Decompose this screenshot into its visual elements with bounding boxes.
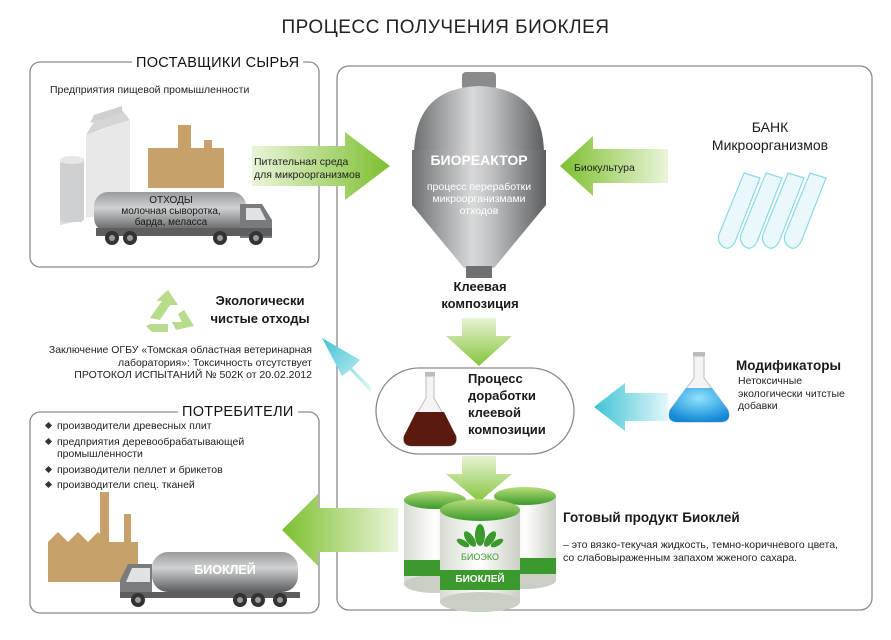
product-desc-line-1: – это вязко-текучая жидкость, темно-кори… (563, 539, 838, 551)
can-label: БИОКЛЕЙ (455, 574, 505, 585)
arrow-to-process (446, 318, 512, 366)
bank-title-line-1: БАНК (751, 119, 789, 135)
waste-title: ОТХОДЫ (149, 195, 193, 206)
bioreactor-icon (412, 72, 546, 278)
eco-line-1: Экологически (215, 293, 305, 308)
brown-flask-icon (403, 372, 457, 447)
consumer-factory-icon (48, 492, 138, 582)
test-tubes-icon (717, 172, 827, 249)
glue-composition-label: Клеевая композиция (430, 278, 530, 312)
conclusion-line-3: ПРОТОКОЛ ИСПЫТАНИЙ № 502К от 20.02.2012 (74, 369, 312, 381)
modifiers-title: Модификаторы (736, 358, 842, 373)
can-brand: БИОЭКО (461, 552, 499, 562)
product-can-center (440, 499, 520, 612)
waste-line-2: барда, меласса (134, 217, 208, 228)
bioreactor-desc-line-2: микроорганизмами (432, 193, 526, 205)
product-description: – это вязко-текучая жидкость, темно-кори… (563, 539, 838, 564)
glue-line-1: Клеевая (453, 279, 507, 294)
modifiers-desc-line-1: Нетоксичные (738, 375, 803, 387)
eco-line-2: чистые отходы (210, 311, 310, 326)
page-title: ПРОЦЕСС ПОЛУЧЕНИЯ БИОКЛЕЯ (281, 17, 610, 38)
consumer-item: производители спец. тканей (44, 479, 264, 492)
process-line-2: доработки (468, 388, 536, 403)
bioreactor-desc-line-1: процесс переработки (426, 181, 532, 193)
suppliers-subtitle: Предприятия пищевой промышленности (50, 84, 250, 96)
product-title: Готовый продукт Биоклей (563, 510, 740, 525)
nutrient-label: Питательная среда для микроорганизмов (254, 156, 360, 181)
modifiers-desc-line-2: экологически читстые (738, 387, 845, 400)
recycle-icon (146, 290, 194, 332)
process-line-3: клеевой (468, 405, 521, 420)
nutrient-label-line-1: Питательная среда (254, 156, 349, 168)
glue-line-2: композиция (441, 296, 519, 311)
can-icon (60, 156, 84, 222)
bank-title-line-2: Микроорганизмов (711, 137, 829, 153)
modifiers-desc-line-3: добавки (738, 400, 778, 412)
eco-waste-title: Экологически чистые отходы (196, 292, 324, 328)
consumer-item: предприятия деревообрабатывающей промышл… (44, 436, 264, 461)
glue-truck-label: БИОКЛЕЙ (194, 563, 256, 577)
bioreactor-description: процесс переработки микроорганизмами отх… (412, 181, 546, 217)
product-desc-line-2: со слабовыраженным запахом жженого сахар… (563, 551, 797, 564)
factory-icon (148, 125, 224, 188)
consumer-item: производители древесных плит (44, 420, 264, 433)
consumers-list: производители древесных плит предприятия… (44, 420, 264, 495)
arrow-to-bioreactor (252, 132, 390, 200)
suppliers-heading: ПОСТАВЩИКИ СЫРЬЯ (132, 55, 304, 71)
arrow-to-product (446, 456, 512, 502)
eco-conclusion: Заключение ОГБУ «Томская областная ветер… (20, 344, 312, 382)
leaf-logo-icon (456, 524, 504, 548)
bioreactor-title: БИОРЕАКТОР (430, 152, 528, 168)
glue-truck-icon (120, 552, 300, 607)
arrow-to-consumers (282, 494, 398, 566)
process-label: Процесс доработки клеевой композиции (468, 370, 546, 438)
consumer-item: производители пеллет и брикетов (44, 464, 264, 477)
process-line-1: Процесс (468, 371, 523, 386)
bioreactor-desc-line-3: отходов (459, 205, 499, 217)
arrow-modifiers (594, 383, 668, 431)
conclusion-line-1: Заключение ОГБУ «Томская областная ветер… (48, 344, 312, 356)
process-frame (336, 65, 873, 611)
bank-title: БАНК Микроорганизмов (690, 118, 850, 154)
blue-flask-icon (668, 352, 730, 423)
arrow-bioculture (560, 136, 668, 196)
bioculture-label: Биокультура (574, 162, 635, 174)
arrow-eco-waste (322, 338, 372, 392)
waste-truck-icon (94, 192, 272, 245)
waste-label: ОТХОДЫ молочная сыворотка, барда, меласс… (96, 195, 246, 228)
waste-line-1: молочная сыворотка, (121, 206, 221, 217)
consumers-heading: ПОТРЕБИТЕЛИ (178, 404, 298, 420)
nutrient-label-line-2: для микроорганизмов (254, 168, 361, 181)
modifiers-description: Нетоксичные экологически читстые добавки (738, 375, 845, 413)
conclusion-line-2: лаборатория»: Токсичность отсутствует (117, 356, 312, 369)
process-line-4: композиции (468, 422, 546, 437)
